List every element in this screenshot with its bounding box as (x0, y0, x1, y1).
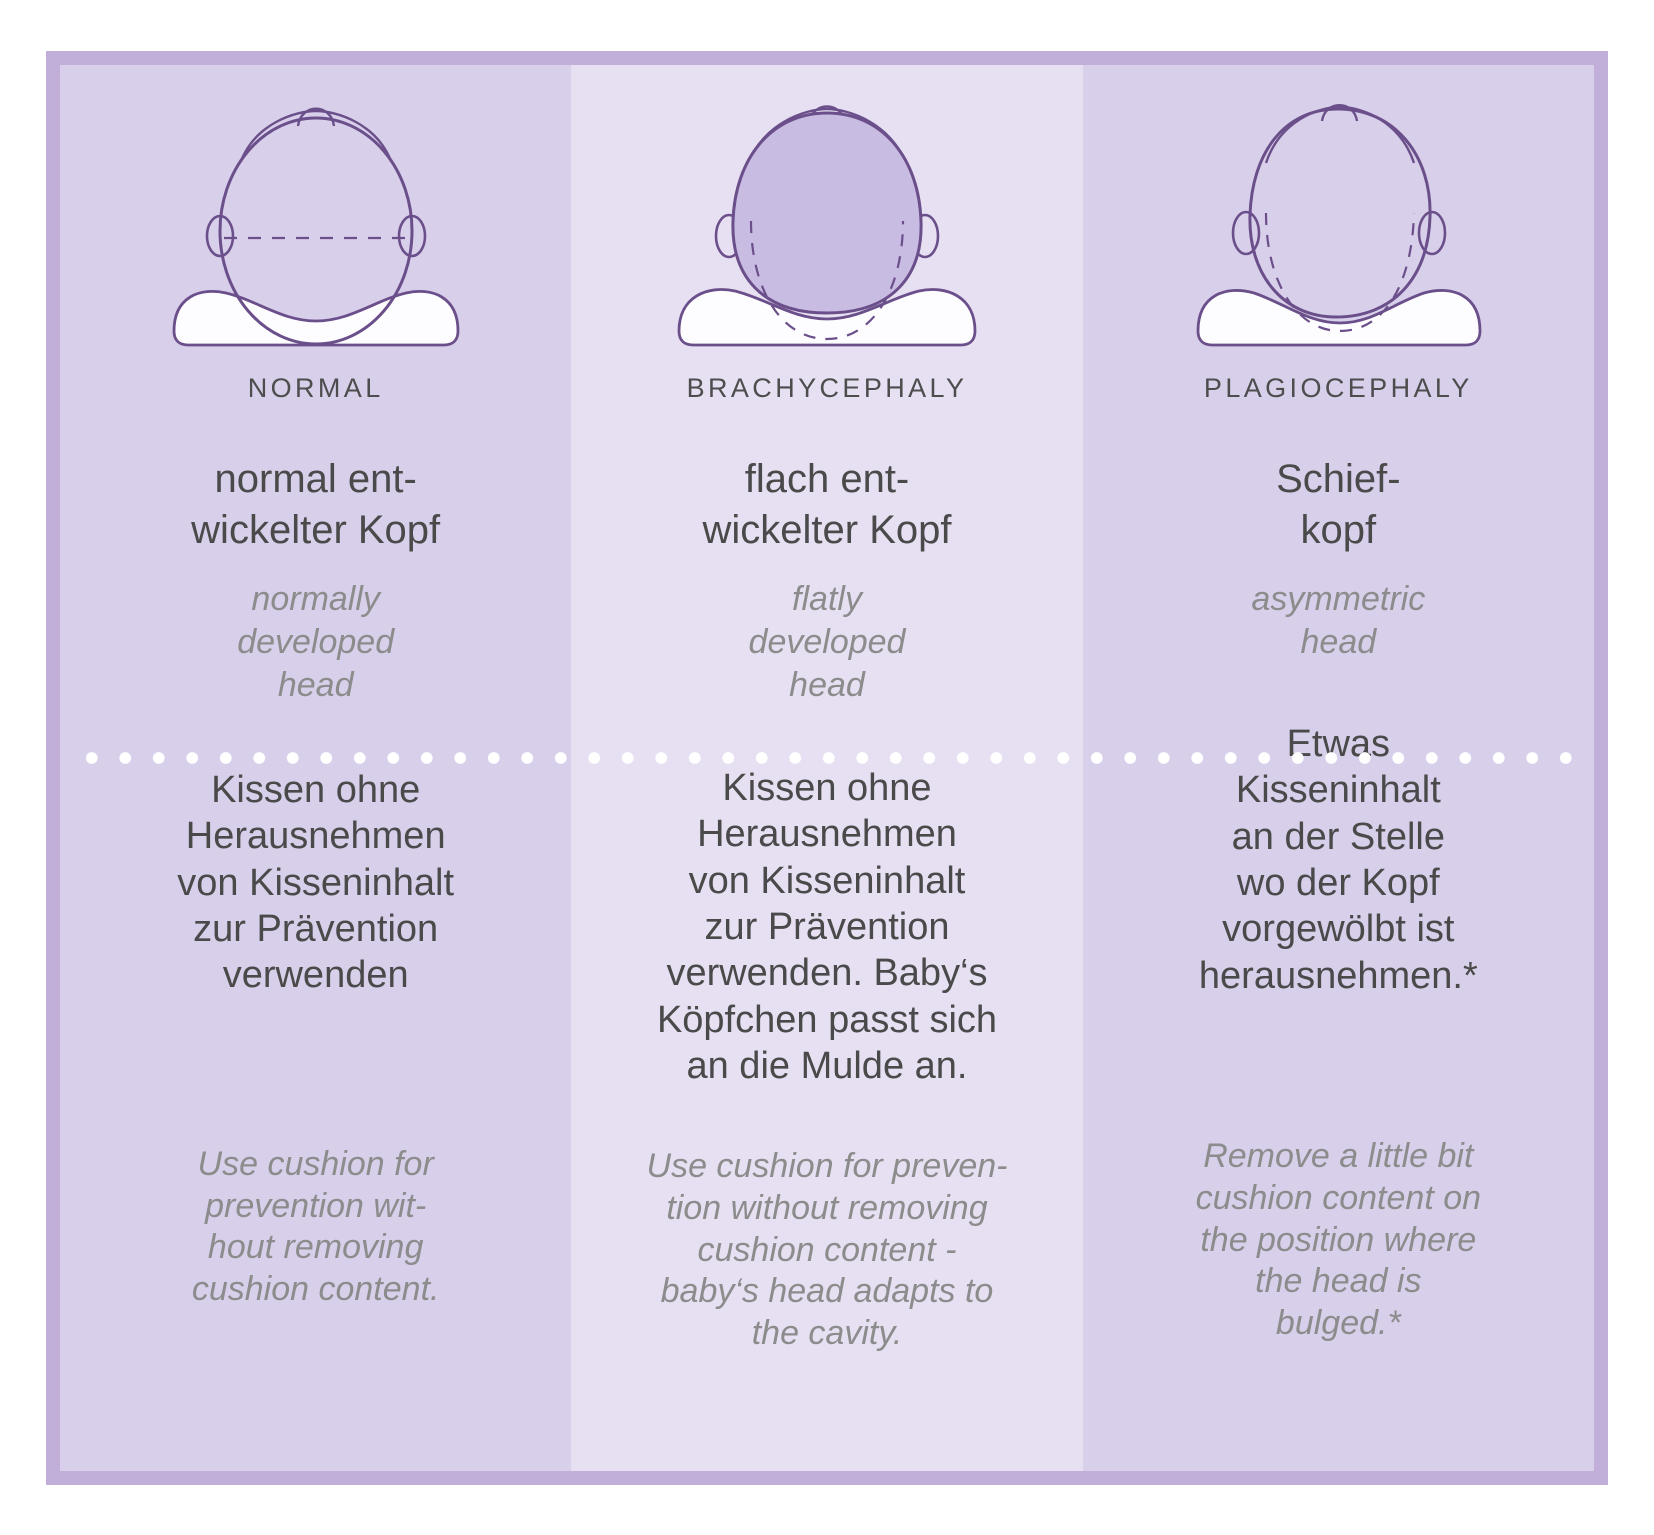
german-heading-brachycephaly: flach ent- wickelter Kopf (702, 457, 952, 553)
column-plagiocephaly: PLAGIOCEPHALY Schief- kopf asymmetric he… (1083, 65, 1594, 1471)
column-normal: NORMAL normal ent- wickelter Kopf normal… (60, 65, 571, 1471)
normal-head-on-cushion-illustration (60, 65, 571, 355)
english-subtitle-plagiocephaly: asymmetric head (1251, 580, 1426, 662)
german-body-brachycephaly: Kissen ohne Herausnehmen von Kisseninhal… (656, 766, 998, 1088)
english-body-normal: Use cushion for prevention wit- hout rem… (191, 1144, 440, 1309)
head-shape-comparison-infographic: NORMAL normal ent- wickelter Kopf normal… (46, 51, 1608, 1485)
plagiocephaly-head-on-cushion-illustration (1083, 65, 1594, 355)
column-brachycephaly: BRACHYCEPHALY flach ent- wickelter Kopf … (571, 65, 1083, 1471)
caps-label-plagiocephaly: PLAGIOCEPHALY (1203, 373, 1473, 403)
german-body-plagiocephaly: Etwas Kisseninhalt an der Stelle wo der … (1198, 723, 1478, 997)
english-body-brachycephaly: Use cushion for preven- tion without rem… (646, 1146, 1008, 1353)
german-body-normal: Kissen ohne Herausnehmen von Kisseninhal… (177, 768, 455, 997)
caps-label-normal: NORMAL (247, 373, 384, 403)
caps-label-brachycephaly: BRACHYCEPHALY (686, 373, 968, 403)
english-body-plagiocephaly: Remove a little bit cushion content on t… (1195, 1136, 1482, 1343)
german-heading-normal: normal ent- wickelter Kopf (191, 457, 441, 553)
english-subtitle-normal: normally developed head (237, 580, 395, 705)
german-heading-plagiocephaly: Schief- kopf (1276, 457, 1401, 553)
comparison-columns: NORMAL normal ent- wickelter Kopf normal… (60, 65, 1594, 1471)
dotted-divider (74, 751, 1580, 765)
brachycephaly-head-on-cushion-illustration (571, 65, 1082, 355)
english-subtitle-brachycephaly: flatly developed head (748, 580, 906, 705)
